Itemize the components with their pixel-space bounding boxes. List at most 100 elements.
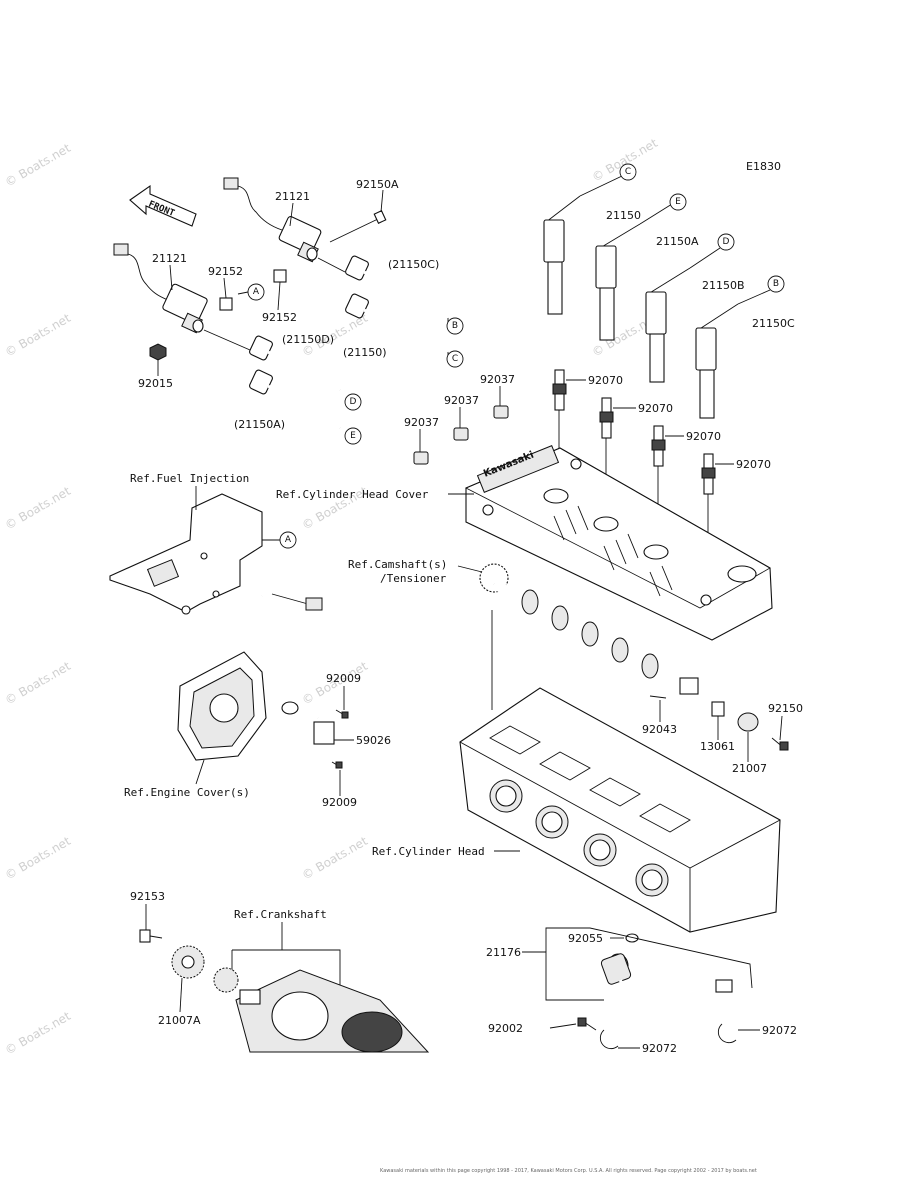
sensor-harness-59026 [261, 592, 335, 745]
label-59026: 59026 [356, 734, 391, 747]
watermark: © Boats.net [3, 484, 74, 533]
label-21150a: 21150A [656, 235, 699, 248]
bolt-92150 [771, 737, 789, 751]
ref-cylinder-head-cover: Ref.Cylinder Head Cover [276, 488, 429, 501]
spark-plug-92070 [599, 397, 614, 439]
ignition-coil-left [113, 243, 251, 351]
bolt-92153 [139, 929, 163, 943]
label-92070: 92070 [686, 430, 721, 443]
label-92055: 92055 [568, 932, 603, 945]
bolt-92150a [329, 210, 387, 243]
label-21121: 21121 [275, 190, 310, 203]
cylinder-head [459, 687, 781, 933]
ref-fuel-injection: Ref.Fuel Injection [130, 472, 249, 485]
callout-a-left: A [237, 283, 265, 301]
front-arrow: FRONT [129, 184, 197, 227]
svg-text:C: C [452, 354, 458, 364]
camshaft [479, 563, 699, 695]
spacer-92152 [219, 297, 233, 311]
plug-cap-21150a [595, 203, 673, 341]
label-21007a: 21007A [158, 1014, 201, 1027]
label-92070: 92070 [588, 374, 623, 387]
svg-text:C: C [625, 167, 631, 177]
plug-cap-21150b [645, 247, 721, 383]
callout-e-left: E [344, 427, 362, 445]
coil-boot-21150d [249, 335, 341, 392]
crankshaft [213, 949, 430, 1053]
label-21150: (21150) [343, 346, 387, 359]
label-92037: 92037 [404, 416, 439, 429]
rotor-21007a [171, 945, 205, 979]
label-92009: 92009 [322, 796, 357, 809]
label-92037: 92037 [480, 373, 515, 386]
label-21150c: (21150C) [388, 258, 439, 271]
svg-text:D: D [723, 237, 730, 247]
label-21150b: 21150B [702, 279, 745, 292]
plug-cap-21150c [695, 289, 771, 419]
svg-text:E: E [350, 431, 356, 441]
watermark: © Boats.net [3, 834, 74, 883]
callout-d-right: D [717, 233, 735, 251]
o-ring-92055 [625, 933, 639, 943]
cylinder-head-cover: Kawasaki [465, 445, 773, 641]
callout-b-left: B [446, 317, 464, 335]
clip-92037 [413, 451, 429, 465]
label-13061: 13061 [700, 740, 735, 753]
clip-92037 [493, 405, 509, 419]
label-21176: 21176 [486, 946, 521, 959]
svg-text:B: B [452, 321, 458, 331]
spark-plug-92070 [651, 425, 666, 467]
spark-plug-92070 [552, 369, 567, 411]
diagram-code: E1830 [746, 160, 781, 173]
label-92072: 92072 [642, 1042, 677, 1055]
label-21150a: (21150A) [234, 418, 285, 431]
callout-b-right: B [767, 275, 785, 293]
copyright-footer: Kawasaki materials within this page copy… [380, 1168, 757, 1174]
label-92070: 92070 [736, 458, 771, 471]
plug-13061 [711, 701, 725, 717]
clamp-92072 [717, 1023, 737, 1044]
svg-text:D: D [350, 397, 357, 407]
label-92152: 92152 [208, 265, 243, 278]
label-92037: 92037 [444, 394, 479, 407]
callout-e-right: E [669, 193, 687, 211]
label-92070: 92070 [638, 402, 673, 415]
label-21150d: (21150D) [282, 333, 334, 346]
watermark: © Boats.net [3, 311, 74, 360]
coil-boot-21150c [345, 255, 449, 320]
label-21007: 21007 [732, 762, 767, 775]
nut-92015 [149, 343, 167, 361]
label-92150: 92150 [768, 702, 803, 715]
coil-boot-21150a [249, 369, 341, 430]
label-21150: 21150 [606, 209, 641, 222]
ref-engine-cover: Ref.Engine Cover(s) [124, 786, 250, 799]
bolt-92009 [335, 709, 349, 719]
label-21121: 21121 [152, 252, 187, 265]
ref-tensioner: /Tensioner [380, 572, 447, 585]
watermark: © Boats.net [3, 1009, 74, 1058]
callout-c-left: C [446, 350, 464, 368]
fuel-injection-bracket [109, 493, 263, 615]
ref-camshaft: Ref.Camshaft(s) [348, 558, 447, 571]
clip-92037 [453, 427, 469, 441]
label-92015: 92015 [138, 377, 173, 390]
svg-text:A: A [285, 535, 292, 545]
plug-cap-21150 [543, 175, 623, 315]
label-92072: 92072 [762, 1024, 797, 1037]
bolt-92009 [331, 761, 343, 769]
label-92150a: 92150A [356, 178, 399, 191]
label-21150c: 21150C [752, 317, 795, 330]
svg-text:B: B [773, 279, 779, 289]
sensor-rotor-21007 [737, 712, 759, 732]
clamp-92072 [599, 1029, 619, 1050]
label-92152: 92152 [262, 311, 297, 324]
engine-cover [177, 651, 267, 761]
bolt-92002 [577, 1017, 597, 1031]
callout-a-bracket: A [262, 531, 297, 549]
label-92002: 92002 [488, 1022, 523, 1035]
callout-d-left: D [344, 393, 362, 411]
watermark: © Boats.net [3, 141, 74, 190]
svg-text:A: A [253, 287, 260, 297]
